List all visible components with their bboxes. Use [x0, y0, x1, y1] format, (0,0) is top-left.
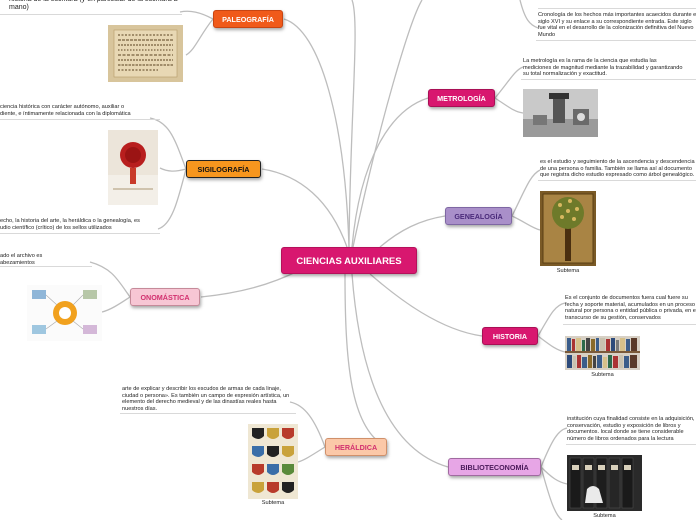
caption-historia: Subtema	[591, 372, 614, 378]
coats-of-arms-image	[248, 424, 298, 499]
branch-onomastica[interactable]: ONOMÁSTICA	[130, 288, 200, 306]
branch-genealogia[interactable]: GENEALOGÍA	[445, 207, 512, 225]
link-genealogia	[379, 215, 446, 248]
branch-paleografia[interactable]: PALEOGRAFÍA	[213, 10, 283, 28]
note-sigilografia-top: ciencia histórica con carácter autónomo,…	[0, 104, 131, 117]
note-rule	[538, 180, 696, 181]
branch-metrologia[interactable]: METROLOGÍA	[428, 89, 495, 107]
branch-historia[interactable]: HISTORIA	[482, 327, 538, 345]
laboratory-instrument-image	[523, 89, 598, 137]
note-biblioteconomia: institución cuya finalidad consiste en l…	[567, 416, 695, 442]
note-rule	[0, 119, 160, 120]
central-topic[interactable]: CIENCIAS AUXILIARES	[281, 247, 417, 274]
link-sigilografia	[261, 168, 348, 248]
link-top-right	[352, 0, 423, 248]
manuscript-image	[108, 25, 183, 82]
note-rule	[536, 40, 696, 41]
note-metrologia: La metrología es la rama de la ciencia q…	[523, 58, 683, 78]
link-metrologia	[351, 97, 429, 248]
infographic-image	[27, 285, 102, 341]
link-paleografia	[283, 18, 350, 248]
wax-seal-image	[108, 130, 158, 205]
note-historia: Es el conjunto de documentos fuera cual …	[565, 295, 696, 321]
link-top	[348, 0, 356, 248]
note-top-right: Cronología de los hechos más importantes…	[538, 12, 696, 38]
note-rule	[120, 413, 296, 414]
note-rule	[538, 8, 696, 9]
note-sigilografia-bottom: echo, la historia del arte, la heráldica…	[0, 218, 140, 231]
branch-sigilografia[interactable]: SIGILOGRAFÍA	[186, 160, 261, 178]
note-onomastica: ado el archivo es abezamientos	[0, 253, 43, 266]
caption-genealogia: Subtema	[556, 268, 580, 274]
note-rule	[521, 79, 696, 80]
caption-heraldica: Subtema	[261, 500, 285, 506]
note-genealogia: es el estudio y seguimiento de la ascend…	[540, 159, 695, 179]
note-rule	[563, 324, 696, 325]
link-biblioteconomia	[351, 273, 449, 468]
branch-heraldica[interactable]: HERÁLDICA	[325, 438, 387, 456]
link-historia	[369, 273, 483, 337]
note-rule	[0, 14, 182, 15]
note-rule	[566, 444, 696, 445]
note-rule	[0, 233, 160, 234]
family-tree-image	[540, 191, 596, 266]
link-onomastica	[200, 269, 301, 298]
branch-biblioteconomia[interactable]: BIBLIOTECONOMÍA	[448, 458, 541, 476]
note-rule	[0, 266, 92, 267]
bookshelf-image	[565, 336, 640, 370]
archive-binders-image	[567, 455, 642, 511]
note-heraldica: arte de explicar y describir los escudos…	[122, 386, 290, 412]
caption-biblioteconomia: Subtema	[593, 513, 616, 519]
note-paleografia: historia de la escritura (y en particula…	[9, 0, 177, 12]
